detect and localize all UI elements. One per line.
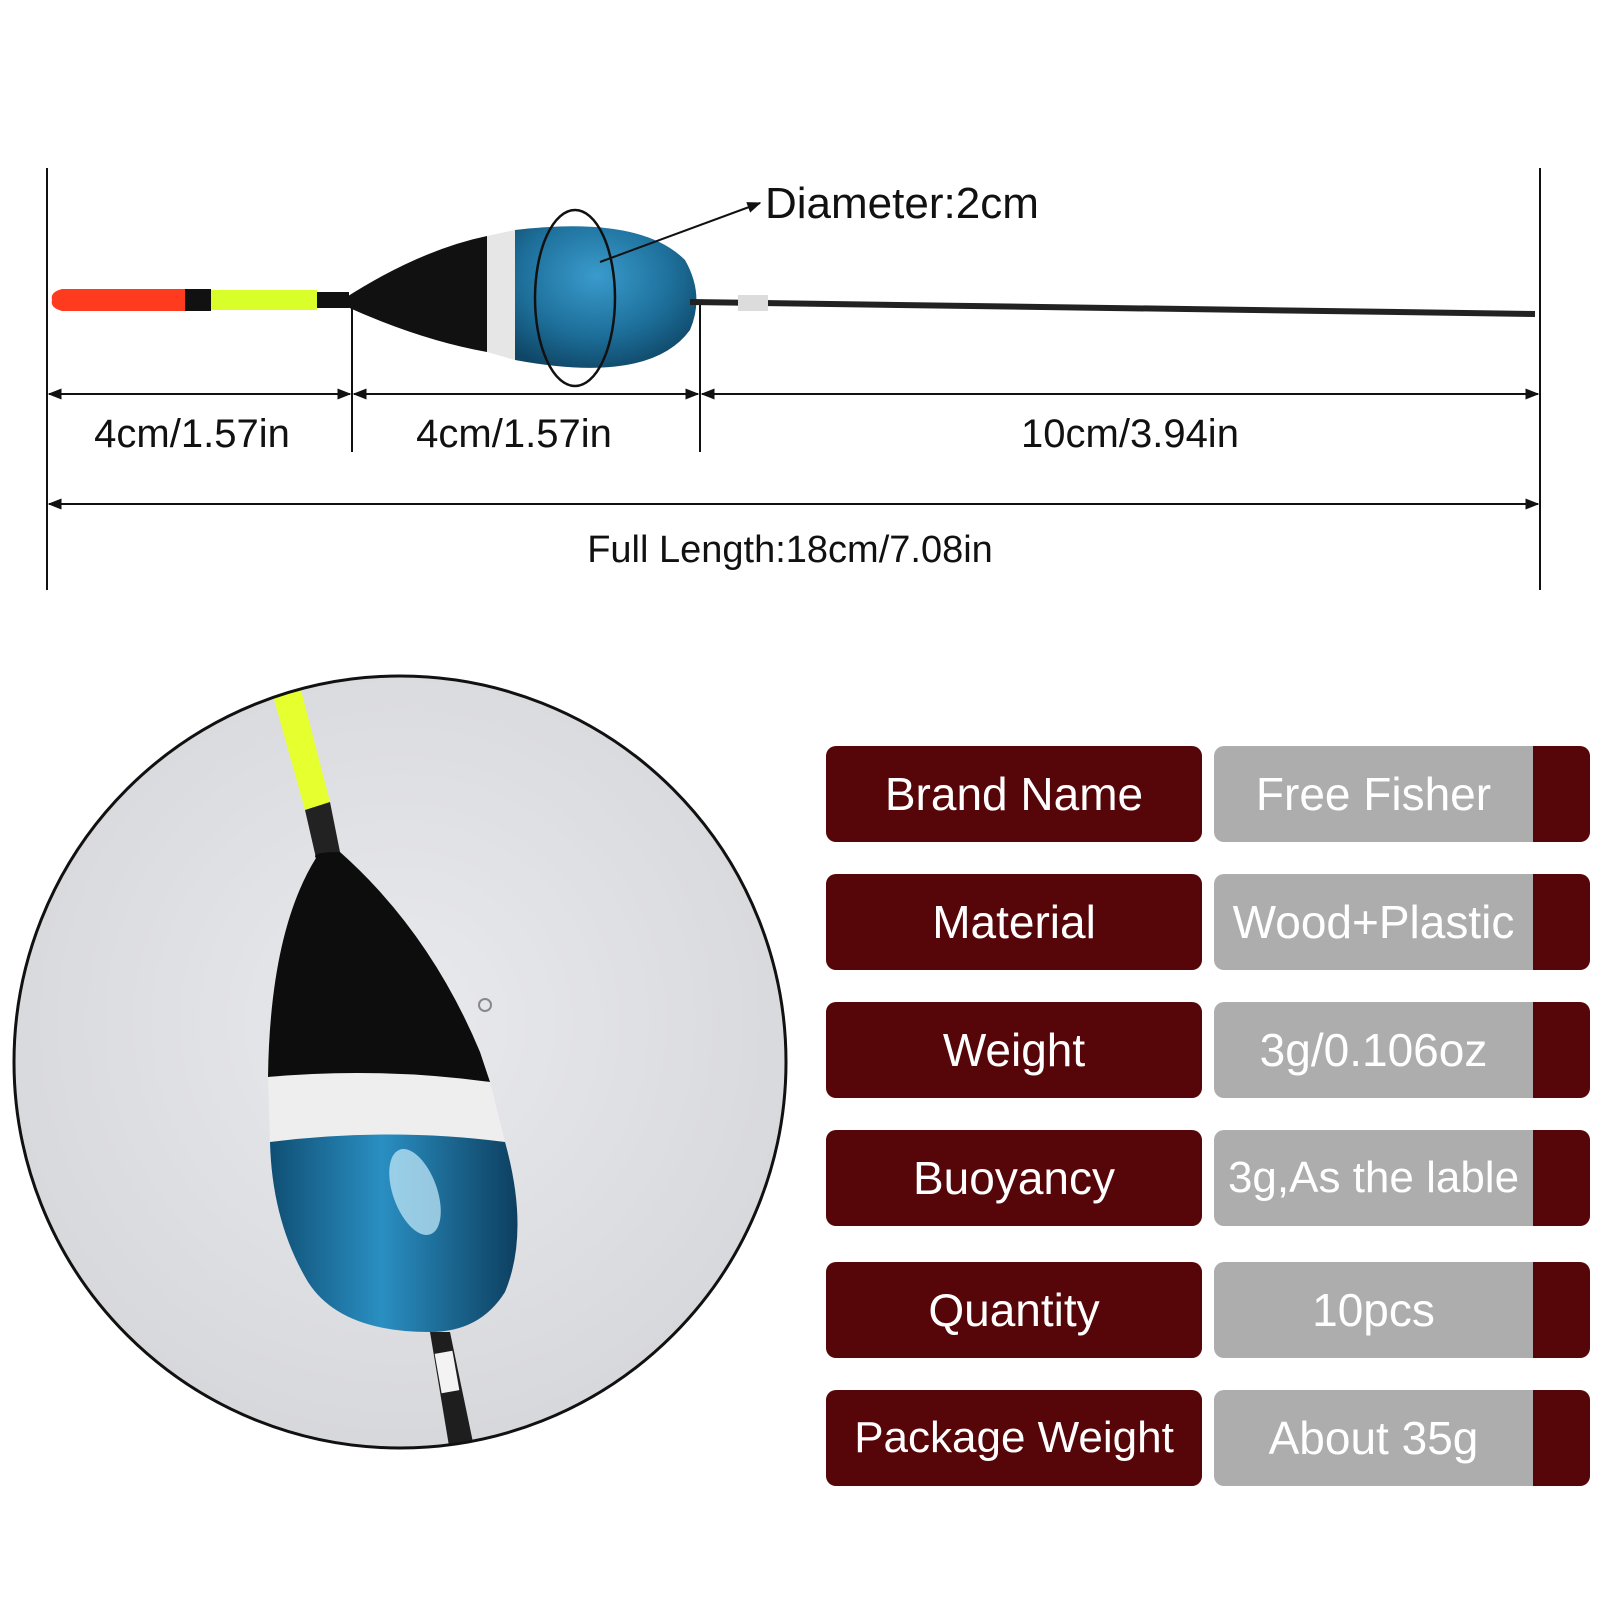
spec-value-package-weight: About 35g [1214, 1390, 1590, 1486]
segment-label-1: 4cm/1.57in [94, 412, 290, 456]
diameter-arrow [599, 202, 762, 263]
spec-label-weight: Weight [826, 1002, 1202, 1098]
float-tip [51, 289, 185, 311]
dimension-diagram: Diameter:2cm 4cm/1.57in 4cm/1.57in 10cm/… [46, 168, 1541, 590]
float-stem [689, 299, 1536, 317]
closeup-body [270, 1134, 518, 1332]
float-body [515, 226, 697, 368]
closeup-band [268, 1073, 505, 1142]
full-length-label: Full Length:18cm/7.08in [587, 529, 993, 571]
closeup-cap [268, 852, 490, 1082]
float-stem-ring [738, 295, 768, 311]
segment-label-3: 10cm/3.94in [1021, 412, 1239, 456]
spec-label-brand-name: Brand Name [826, 746, 1202, 842]
float-band [487, 230, 515, 360]
float-cap [345, 236, 487, 352]
spec-value-brand-name: Free Fisher [1214, 746, 1590, 842]
float-illustration [51, 202, 1536, 388]
spec-label-quantity: Quantity [826, 1262, 1202, 1358]
closeup-photo [12, 674, 788, 1450]
spec-value-weight: 3g/0.106oz [1214, 1002, 1590, 1098]
float-tip-stripe [185, 289, 211, 311]
spec-value-buoyancy: 3g,As the lable [1214, 1130, 1590, 1226]
spec-label-material: Material [826, 874, 1202, 970]
spec-label-package-weight: Package Weight [826, 1390, 1202, 1486]
closeup-antenna [272, 686, 330, 810]
diameter-label: Diameter:2cm [765, 179, 1039, 228]
segment-label-2: 4cm/1.57in [416, 412, 612, 456]
diameter-ring [533, 208, 617, 388]
float-antenna [211, 290, 317, 310]
spec-label-buoyancy: Buoyancy [826, 1130, 1202, 1226]
float-antenna-end [317, 292, 349, 308]
spec-value-material: Wood+Plastic [1214, 874, 1590, 970]
spec-value-quantity: 10pcs [1214, 1262, 1590, 1358]
